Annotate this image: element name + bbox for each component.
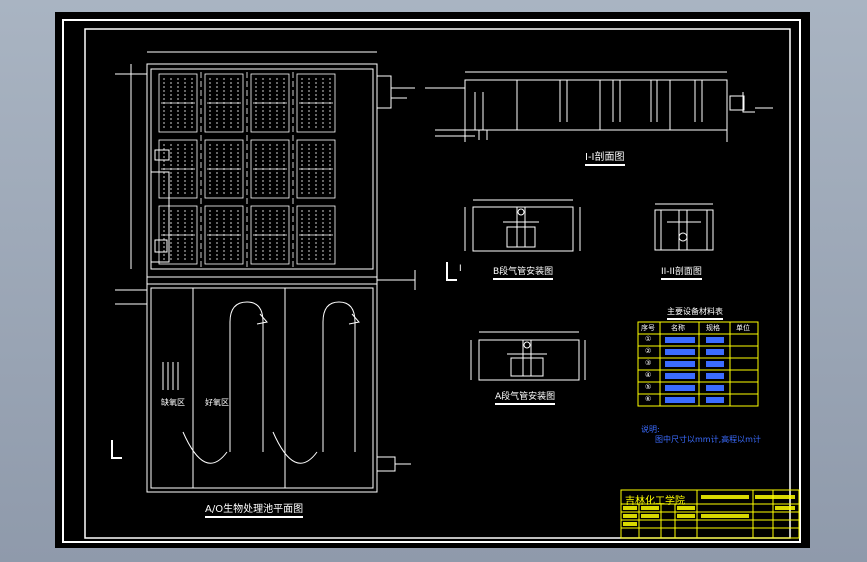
title-block-fills — [623, 495, 795, 526]
diffuser-cell — [204, 139, 244, 199]
drawing-frame-outer — [62, 19, 801, 543]
diffuser-cell — [296, 73, 336, 133]
section-2-view — [654, 203, 714, 251]
table-row-no: ⑥ — [645, 395, 652, 403]
diffuser-cell — [296, 205, 336, 265]
diffuser-cell — [204, 73, 244, 133]
cad-viewport[interactable]: A/O生物处理池平面图 I-I剖面图 II-II剖面图 B段气管安装图 A段气管… — [55, 12, 810, 548]
table-row-no: ③ — [645, 359, 652, 367]
a-pipe-title: A段气管安装图 — [495, 389, 556, 405]
diffuser-cell — [158, 139, 198, 199]
table-header-name: 名称 — [671, 324, 685, 332]
drawing-frame-inner — [84, 28, 791, 539]
b-pipe-title: B段气管安装图 — [493, 264, 554, 280]
diffuser-grid — [158, 72, 336, 267]
table-row-no: ② — [645, 347, 652, 355]
section-1-title: I-I剖面图 — [585, 148, 625, 166]
equipment-table-fills — [665, 337, 724, 403]
diffuser-cell — [158, 205, 198, 265]
plan-view — [115, 51, 416, 493]
table-row-no: ④ — [645, 371, 652, 379]
section-1-view — [425, 71, 773, 142]
zone-anoxic-label: 缺氧区 — [161, 398, 185, 407]
table-row-no: ⑤ — [645, 383, 652, 391]
note-body: 图中尺寸以mm计,高程以m计 — [655, 435, 761, 444]
table-title: 主要设备材料表 — [667, 306, 723, 320]
section-marker-i: I — [459, 264, 462, 274]
diffuser-cell — [250, 205, 290, 265]
diffuser-cell — [250, 139, 290, 199]
equipment-table-grid — [637, 321, 759, 407]
diffuser-cell — [250, 73, 290, 133]
table-header-spec: 规格 — [706, 324, 720, 332]
diffuser-cell — [296, 139, 336, 199]
table-header-no: 序号 — [641, 324, 655, 332]
school-name: 吉林化工学院 — [625, 496, 685, 507]
diffuser-cell — [158, 73, 198, 133]
zone-aerobic-label: 好氧区 — [205, 398, 229, 407]
cad-drawing — [62, 19, 801, 543]
table-row-no: ① — [645, 335, 652, 343]
plan-title: A/O生物处理池平面图 — [205, 500, 304, 518]
section-2-title: II-II剖面图 — [661, 264, 702, 280]
note-title: 说明: — [641, 425, 660, 434]
title-block-grid — [620, 489, 800, 539]
section-markers — [111, 262, 457, 459]
a-pipe-view — [470, 331, 586, 381]
diffuser-cell — [204, 205, 244, 265]
table-header-unit: 单位 — [736, 324, 750, 332]
b-pipe-view — [464, 199, 581, 252]
